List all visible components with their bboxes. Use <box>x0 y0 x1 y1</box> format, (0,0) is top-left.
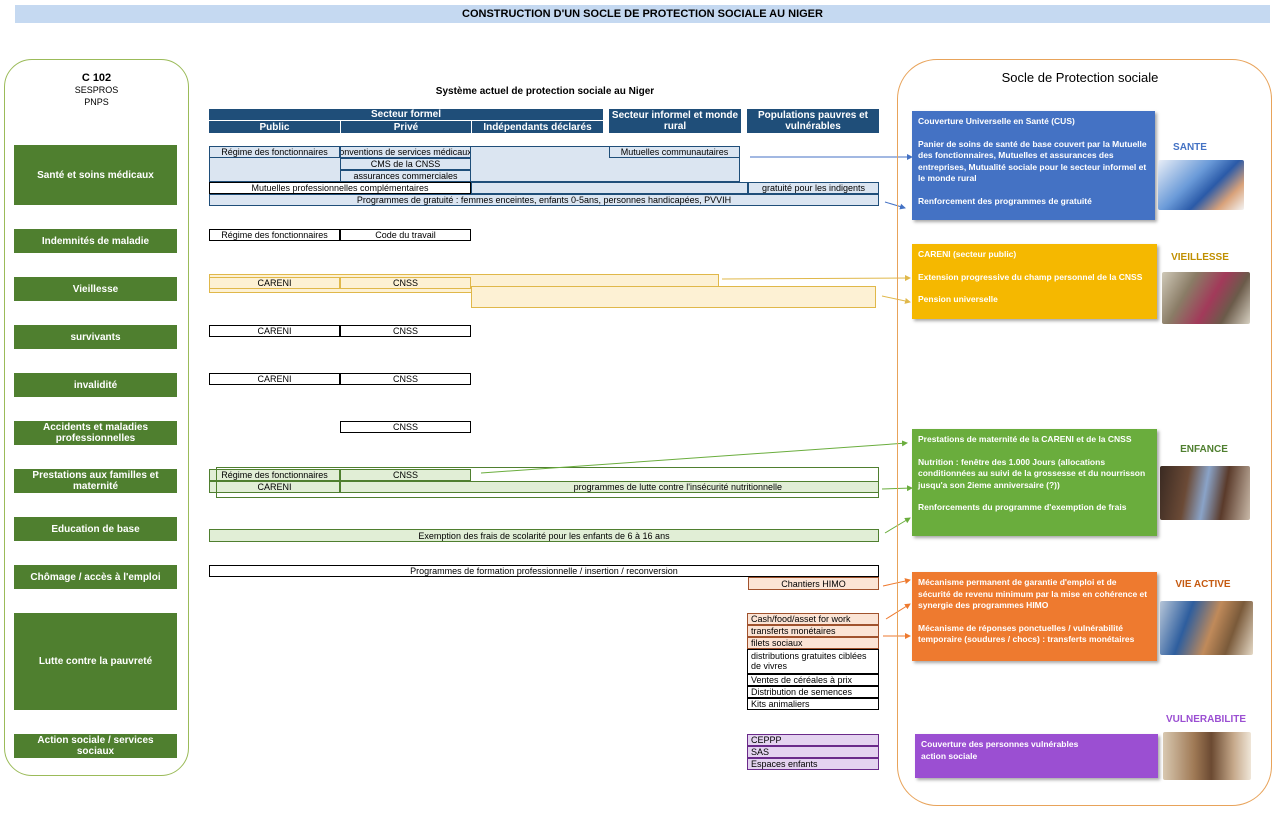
header-independants: Indépendants déclarés <box>472 121 603 133</box>
cell-cms-cnss: CMS de la CNSS <box>340 158 471 170</box>
cell-code-travail: Code du travail <box>340 229 471 241</box>
arrow-enfance-1 <box>480 440 908 474</box>
cell-programmes-gratuite: Programmes de gratuité : femmes enceinte… <box>209 194 879 206</box>
cell-transferts: transferts monétaires <box>747 625 879 637</box>
cell-gratuite-indigents: gratuité pour les indigents <box>748 182 879 194</box>
cell-sas: SAS <box>747 746 879 758</box>
cell-empty-mutuelles-ext <box>471 182 748 194</box>
vieactive-line1: Mécanisme permanent de garantie d'emploi… <box>918 577 1148 610</box>
cell-careni-survivants: CARENI <box>209 325 340 337</box>
c102-heading: C 102 SESPROS PNPS <box>4 72 189 108</box>
c102-sespros: SESPROS <box>74 85 119 95</box>
cell-semences: Distribution de semences <box>747 686 879 698</box>
right-panel-heading: Socle de Protection sociale <box>1001 70 1159 85</box>
vieactive-line2: Mécanisme de réponses ponctuelles / vuln… <box>918 622 1135 645</box>
box-sante: Couverture Universelle en Santé (CUS) Pa… <box>912 111 1155 220</box>
cell-espaces: Espaces enfants <box>747 758 879 770</box>
cell-careni-prestations: CARENI <box>209 481 340 493</box>
cell-cnss-survivants: CNSS <box>340 325 471 337</box>
cell-mutuelles-comm: Mutuelles communautaires <box>609 146 740 158</box>
header-secteur-formel: Secteur formel <box>209 109 603 120</box>
cell-cnss-accidents: CNSS <box>340 421 471 433</box>
row-label-pauvrete: Lutte contre la pauvreté <box>14 613 177 710</box>
arrow-vieillesse-1 <box>721 275 911 282</box>
cell-cnss-invalidite: CNSS <box>340 373 471 385</box>
label-enfance: ENFANCE <box>1180 444 1228 455</box>
cell-mutuelles-pro: Mutuelles professionnelles complémentair… <box>209 182 471 194</box>
arrow-sante-2 <box>884 201 906 210</box>
vieillesse-line1: CARENI (secteur public) <box>918 249 1017 259</box>
arrow-vieactive-2 <box>885 603 911 620</box>
cell-formation: Programmes de formation professionnelle … <box>209 565 879 577</box>
photo-vulnerabilite <box>1163 732 1251 780</box>
cell-himo: Chantiers HIMO <box>748 577 879 590</box>
vieillesse-line2: Extension progressive du champ personnel… <box>918 271 1143 282</box>
sante-line1: Couverture Universelle en Santé (CUS) <box>918 116 1075 126</box>
cell-regime-fonct-sante: Régime des fonctionnaires <box>209 146 340 158</box>
cell-ceppp: CEPPP <box>747 734 879 746</box>
right-panel <box>897 59 1272 806</box>
row-label-vieillesse: Vieillesse <box>14 277 177 301</box>
vieillesse-line3: Pension universelle <box>918 294 998 304</box>
box-vulnerabilite: Couverture des personnes vulnérables act… <box>915 734 1158 778</box>
cell-assurances: assurances commerciales <box>340 170 471 182</box>
cell-exemption: Exemption des frais de scolarité pour le… <box>209 529 879 542</box>
header-public: Public <box>209 121 340 133</box>
vulnerabilite-line2: action sociale <box>921 750 978 761</box>
page-title: CONSTRUCTION D'UN SOCLE DE PROTECTION SO… <box>15 5 1270 23</box>
arrow-vieillesse-2 <box>881 295 911 304</box>
header-informel: Secteur informel et monde rural <box>609 109 741 133</box>
photo-vieillesse <box>1162 272 1250 324</box>
row-label-indemnites: Indemnités de maladie <box>14 229 177 253</box>
cell-regime-fonct-prestations: Régime des fonctionnaires <box>209 469 340 481</box>
box-vieillesse: CARENI (secteur public) Extension progre… <box>912 244 1157 319</box>
cell-distributions: distributions gratuites ciblées de vivre… <box>747 649 879 674</box>
enfance-line1: Prestations de maternité de la CARENI et… <box>918 434 1132 444</box>
cell-lutte-nutri: programmes de lutte contre l'insécurité … <box>340 481 879 493</box>
cell-cnss-vieillesse: CNSS <box>340 277 471 289</box>
arrow-vieactive-1 <box>882 578 911 587</box>
cell-kits: Kits animaliers <box>747 698 879 710</box>
row-label-sante: Santé et soins médicaux <box>14 145 177 205</box>
cell-regime-fonct-indemnites: Régime des fonctionnaires <box>209 229 340 241</box>
cell-cash: Cash/food/asset for work <box>747 613 879 625</box>
cell-careni-invalidite: CARENI <box>209 373 340 385</box>
row-label-action-sociale: Action sociale / services sociaux <box>14 734 177 758</box>
enfance-line2: Nutrition : fenêtre des 1.000 Jours (all… <box>918 456 1146 490</box>
vulnerabilite-line1: Couverture des personnes vulnérables <box>921 739 1079 749</box>
sante-line3: Renforcement des programmes de gratuité <box>918 195 1092 206</box>
prestations-outline <box>216 467 879 498</box>
header-prive: Privé <box>341 121 471 133</box>
row-label-education: Education de base <box>14 517 177 541</box>
photo-enfance <box>1160 466 1250 520</box>
photo-vie-active <box>1160 601 1253 655</box>
photo-sante <box>1158 160 1244 210</box>
box-vie-active: Mécanisme permanent de garantie d'emploi… <box>912 572 1157 661</box>
c102-title: C 102 <box>81 72 112 84</box>
vieillesse-band-2 <box>471 286 876 308</box>
cell-conventions: onventions de services médicaux <box>340 146 471 158</box>
label-vie-active: VIE ACTIVE <box>1175 579 1231 590</box>
sante-line2: Panier de soins de santé de base couvert… <box>918 138 1147 184</box>
enfance-line3: Renforcements du programme d'exemption d… <box>918 502 1127 512</box>
label-sante: SANTE <box>1173 142 1207 153</box>
row-label-survivants: survivants <box>14 325 177 349</box>
cell-ventes: Ventes de céréales à prix <box>747 674 879 686</box>
row-label-accidents: Accidents et maladies professionnelles <box>14 421 177 445</box>
left-panel <box>4 59 189 776</box>
c102-pnps: PNPS <box>84 97 109 107</box>
center-title: Système actuel de protection sociale au … <box>435 86 655 97</box>
cell-cnss-prestations: CNSS <box>340 469 471 481</box>
header-pauvres: Populations pauvres et vulnérables <box>747 109 879 133</box>
row-label-prestations: Prestations aux familles et maternité <box>14 469 177 493</box>
label-vulnerabilite: VULNERABILITE <box>1166 714 1246 725</box>
cell-careni-vieillesse: CARENI <box>209 277 340 289</box>
cell-filets: filets sociaux <box>747 637 879 649</box>
box-enfance: Prestations de maternité de la CARENI et… <box>912 429 1157 536</box>
row-label-invalidite: invalidité <box>14 373 177 397</box>
row-label-chomage: Chômage / accès à l'emploi <box>14 565 177 589</box>
label-vieillesse: VIEILLESSE <box>1171 252 1229 263</box>
